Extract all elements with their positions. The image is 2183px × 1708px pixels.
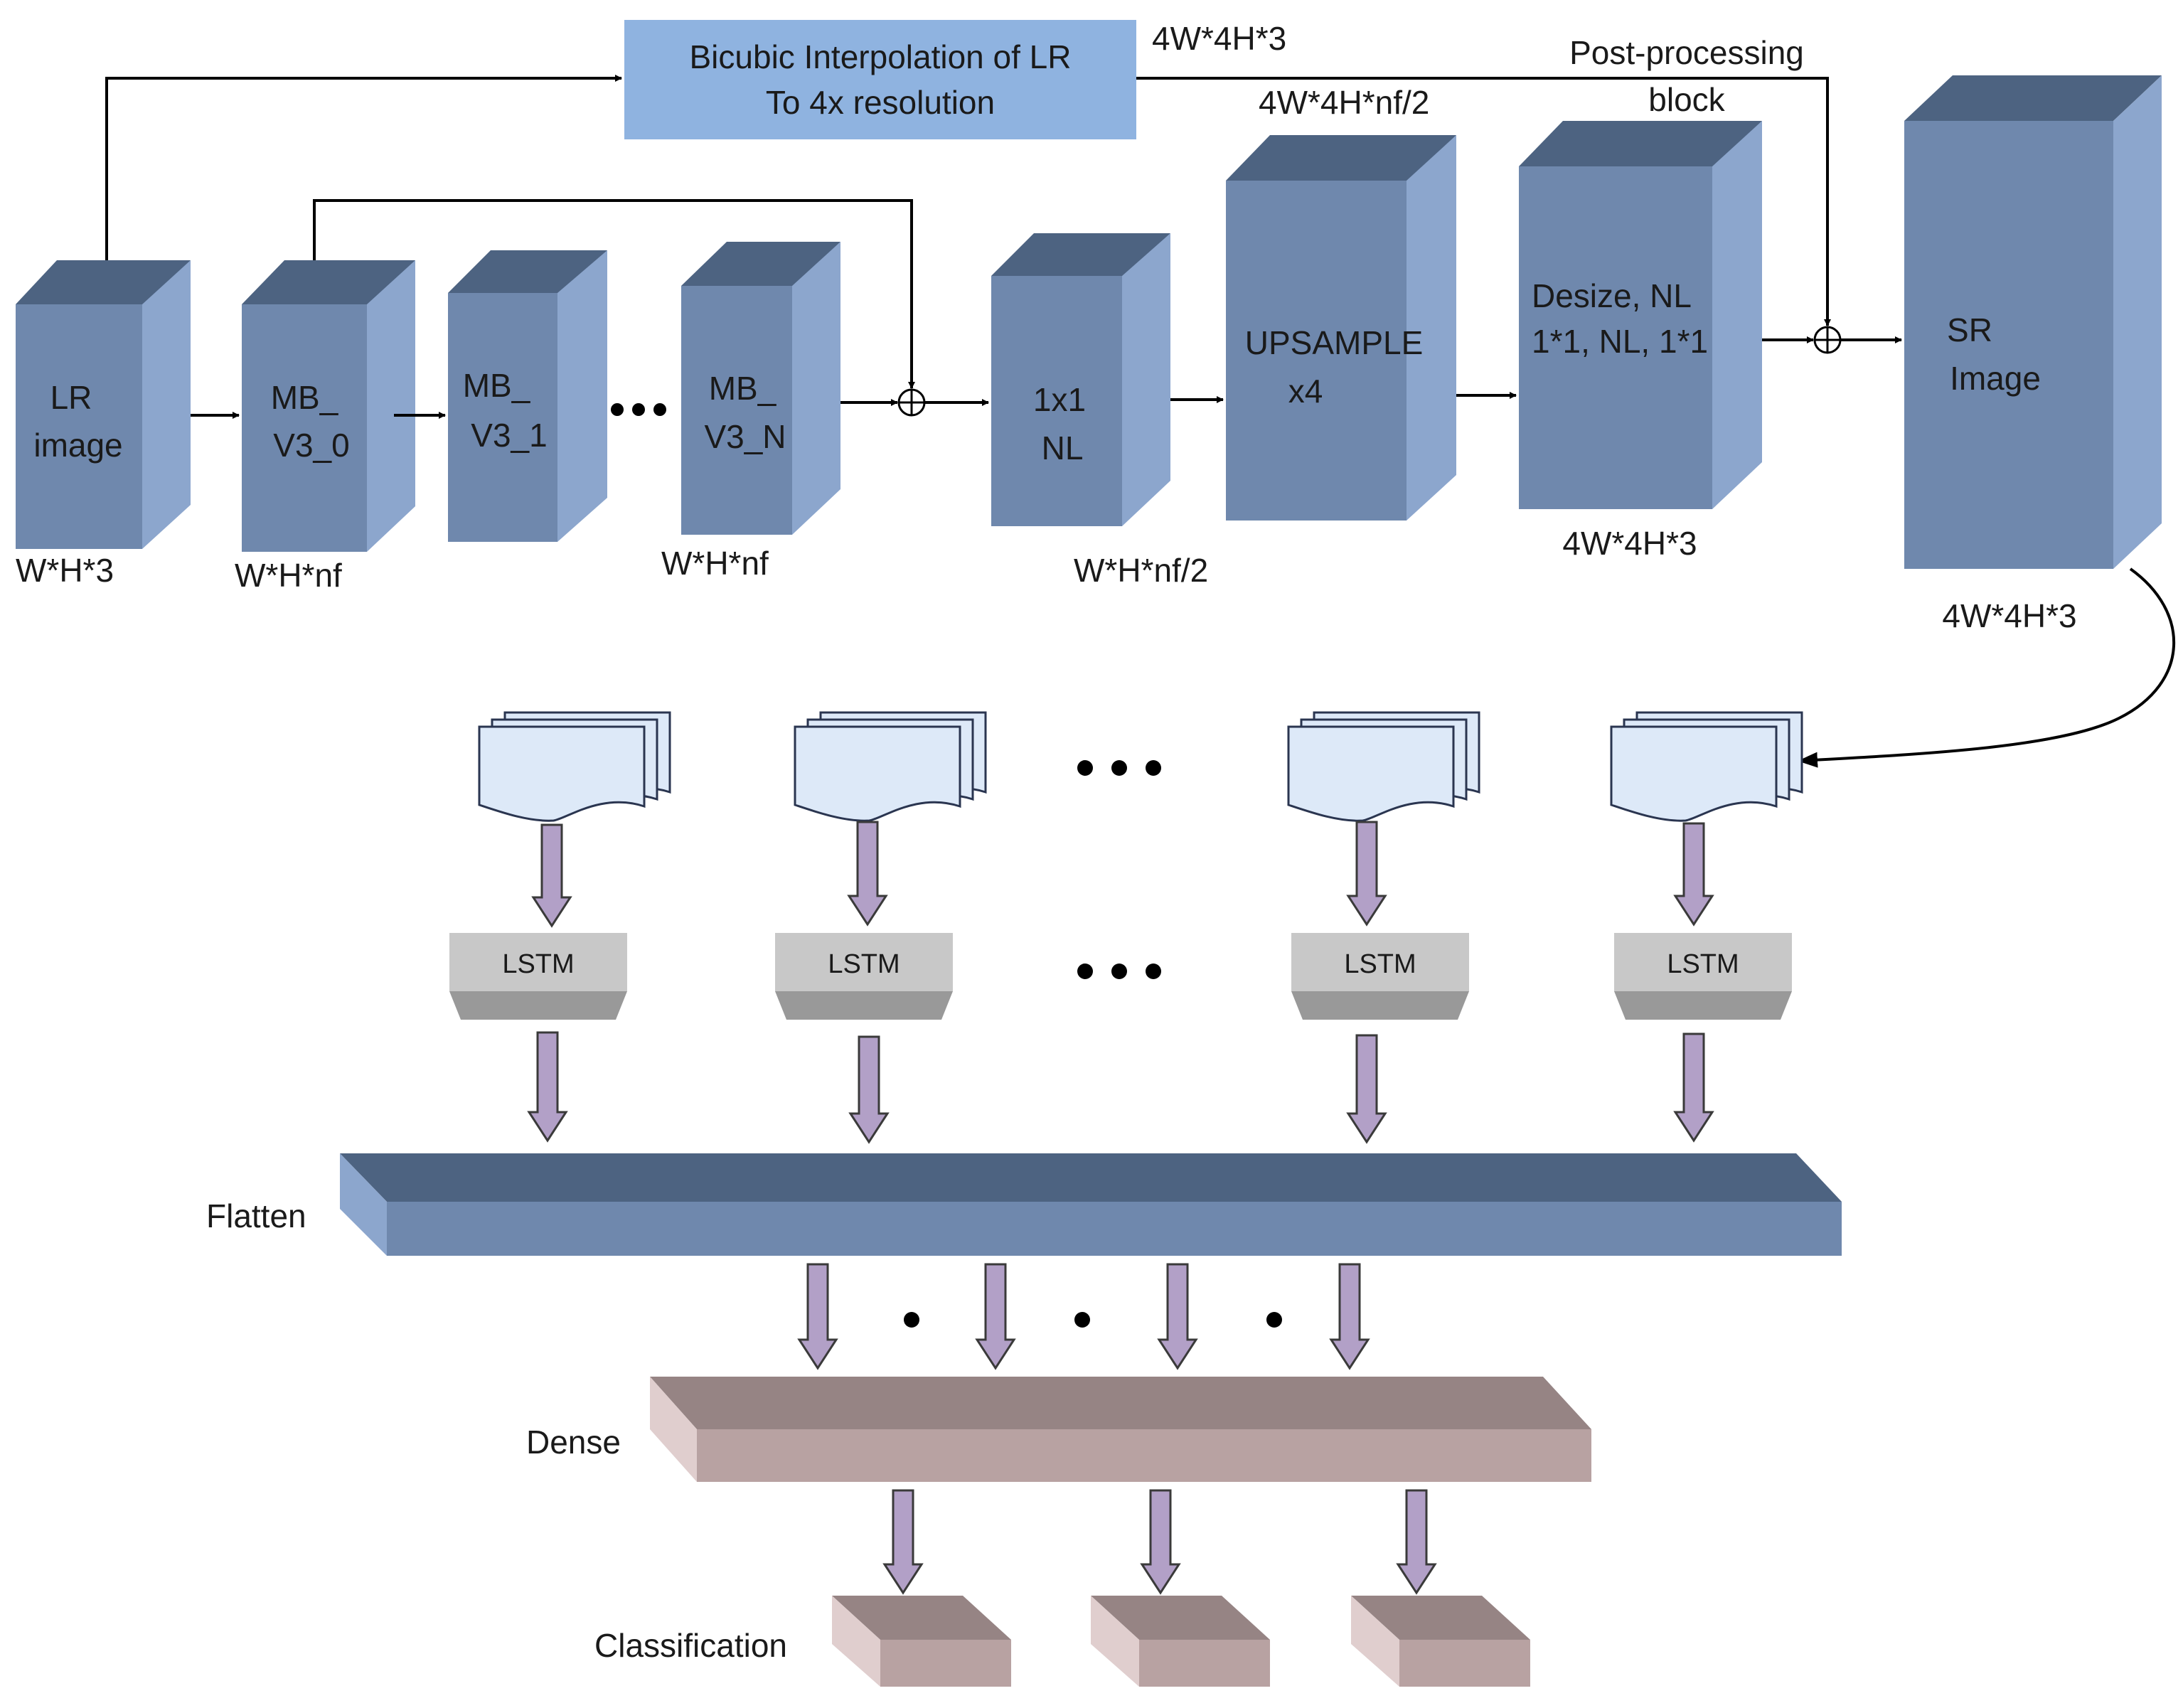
classification-block: [832, 1596, 1011, 1687]
lr-image-line1: LR: [50, 379, 92, 416]
down-arrow: [848, 1035, 890, 1144]
sr-image-line1: SR: [1947, 311, 1992, 348]
ellipsis-dots: [611, 403, 666, 416]
lstm-ellipsis-dots: [1077, 964, 1161, 979]
upsample-block: UPSAMPLE x4: [1226, 135, 1456, 521]
lr-image-block: LR image: [16, 260, 191, 549]
frame-icon: [1610, 725, 1778, 822]
bicubic-dim-label: 4W*4H*3: [1152, 20, 1286, 57]
down-arrow: [1673, 1032, 1714, 1143]
lstm-label: LSTM: [1667, 949, 1739, 979]
conv-line1: 1x1: [1033, 381, 1086, 418]
lstm-label: LSTM: [1344, 949, 1416, 979]
down-arrow: [1157, 1263, 1198, 1370]
mb-v3-n-line2: V3_N: [704, 418, 786, 455]
down-arrow: [797, 1263, 838, 1370]
lstm-label: LSTM: [828, 949, 900, 979]
flatten-label: Flatten: [206, 1197, 306, 1234]
frame-stack: [478, 711, 671, 822]
conv-1x1-nl-block: 1x1 NL: [991, 233, 1170, 526]
sum-node-2: [1813, 326, 1842, 354]
sr-image-dim: 4W*4H*3: [1942, 597, 2076, 634]
lstm-block: LSTM: [1291, 933, 1469, 1020]
frame-icon: [1287, 725, 1455, 822]
bicubic-label-line1: Bicubic Interpolation of LR: [690, 38, 1072, 75]
post-processing-label-line2: block: [1648, 81, 1725, 118]
lr-image-dim: W*H*3: [16, 552, 114, 589]
dense-layer: [650, 1377, 1591, 1482]
flatten-layer: [340, 1153, 1842, 1256]
mb-v3-0-line2: V3_0: [273, 427, 349, 464]
conv-line2: NL: [1042, 429, 1084, 466]
lr-image-line2: image: [33, 427, 122, 464]
mb-v3-1-block: MB_ V3_1: [448, 250, 607, 542]
flow-arrows: [527, 821, 1714, 1595]
classification-block: [1091, 1596, 1270, 1687]
classification-block: [1351, 1596, 1530, 1687]
mb-v3-0-dim: W*H*nf: [235, 557, 342, 594]
down-arrow: [1396, 1489, 1437, 1595]
sr-image-line2: Image: [1950, 360, 2041, 397]
down-arrow: [1329, 1263, 1370, 1370]
down-arrow: [1140, 1489, 1181, 1595]
mb-v3-n-block: MB_ V3_N: [681, 242, 840, 535]
bicubic-label-line2: To 4x resolution: [766, 84, 995, 121]
frame-ellipsis-dots: [1077, 760, 1161, 776]
frame-icon: [794, 725, 961, 822]
down-arrow: [882, 1489, 924, 1595]
dense-label: Dense: [526, 1424, 621, 1461]
desize-block: Desize, NL 1*1, NL, 1*1: [1519, 121, 1762, 509]
down-arrow: [1346, 1034, 1387, 1144]
conv-dim: W*H*nf/2: [1074, 552, 1208, 589]
mb-v3-1-line2: V3_1: [471, 417, 547, 454]
down-arrow: [527, 1031, 568, 1143]
lstm-block: LSTM: [1614, 933, 1792, 1020]
post-processing-label-line1: Post-processing: [1569, 34, 1804, 71]
frame-stacks: [478, 711, 1803, 822]
frame-stack: [1610, 711, 1803, 822]
sr-image-block: SR Image: [1904, 75, 2162, 569]
upsample-line2: x4: [1288, 373, 1323, 410]
frame-stack: [1287, 711, 1480, 822]
mb-v3-n-dim: W*H*nf: [661, 545, 769, 582]
mb-v3-n-line1: MB_: [709, 370, 777, 407]
frame-icon: [478, 725, 646, 822]
frame-stack: [794, 711, 987, 822]
lstm-block: LSTM: [449, 933, 627, 1020]
mb-v3-1-line1: MB_: [463, 367, 531, 404]
lstm-block: LSTM: [775, 933, 953, 1020]
down-arrow: [1346, 821, 1387, 927]
upsample-dim: 4W*4H*nf/2: [1259, 84, 1429, 121]
mb-v3-0-block: MB_ V3_0: [242, 260, 415, 552]
down-arrow: [975, 1263, 1016, 1370]
mb-v3-0-line1: MB_: [271, 379, 339, 416]
flatten-ellipsis-dots: [904, 1312, 1282, 1328]
down-arrow: [847, 821, 888, 927]
down-arrow: [1673, 822, 1714, 927]
sum-node: [897, 388, 926, 417]
classification-label: Classification: [594, 1627, 787, 1664]
pipeline-connectors: [105, 75, 2175, 768]
lstm-row: LSTM LSTM LSTM LSTM: [449, 933, 1792, 1020]
upsample-line1: UPSAMPLE: [1245, 324, 1424, 361]
lstm-label: LSTM: [502, 949, 574, 979]
desize-line2: 1*1, NL, 1*1: [1532, 323, 1708, 360]
desize-line1: Desize, NL: [1532, 277, 1692, 314]
classification-row: [832, 1596, 1530, 1687]
down-arrow: [531, 823, 572, 928]
bicubic-interpolation-block: Bicubic Interpolation of LR To 4x resolu…: [624, 20, 1136, 139]
desize-dim: 4W*4H*3: [1562, 525, 1697, 562]
